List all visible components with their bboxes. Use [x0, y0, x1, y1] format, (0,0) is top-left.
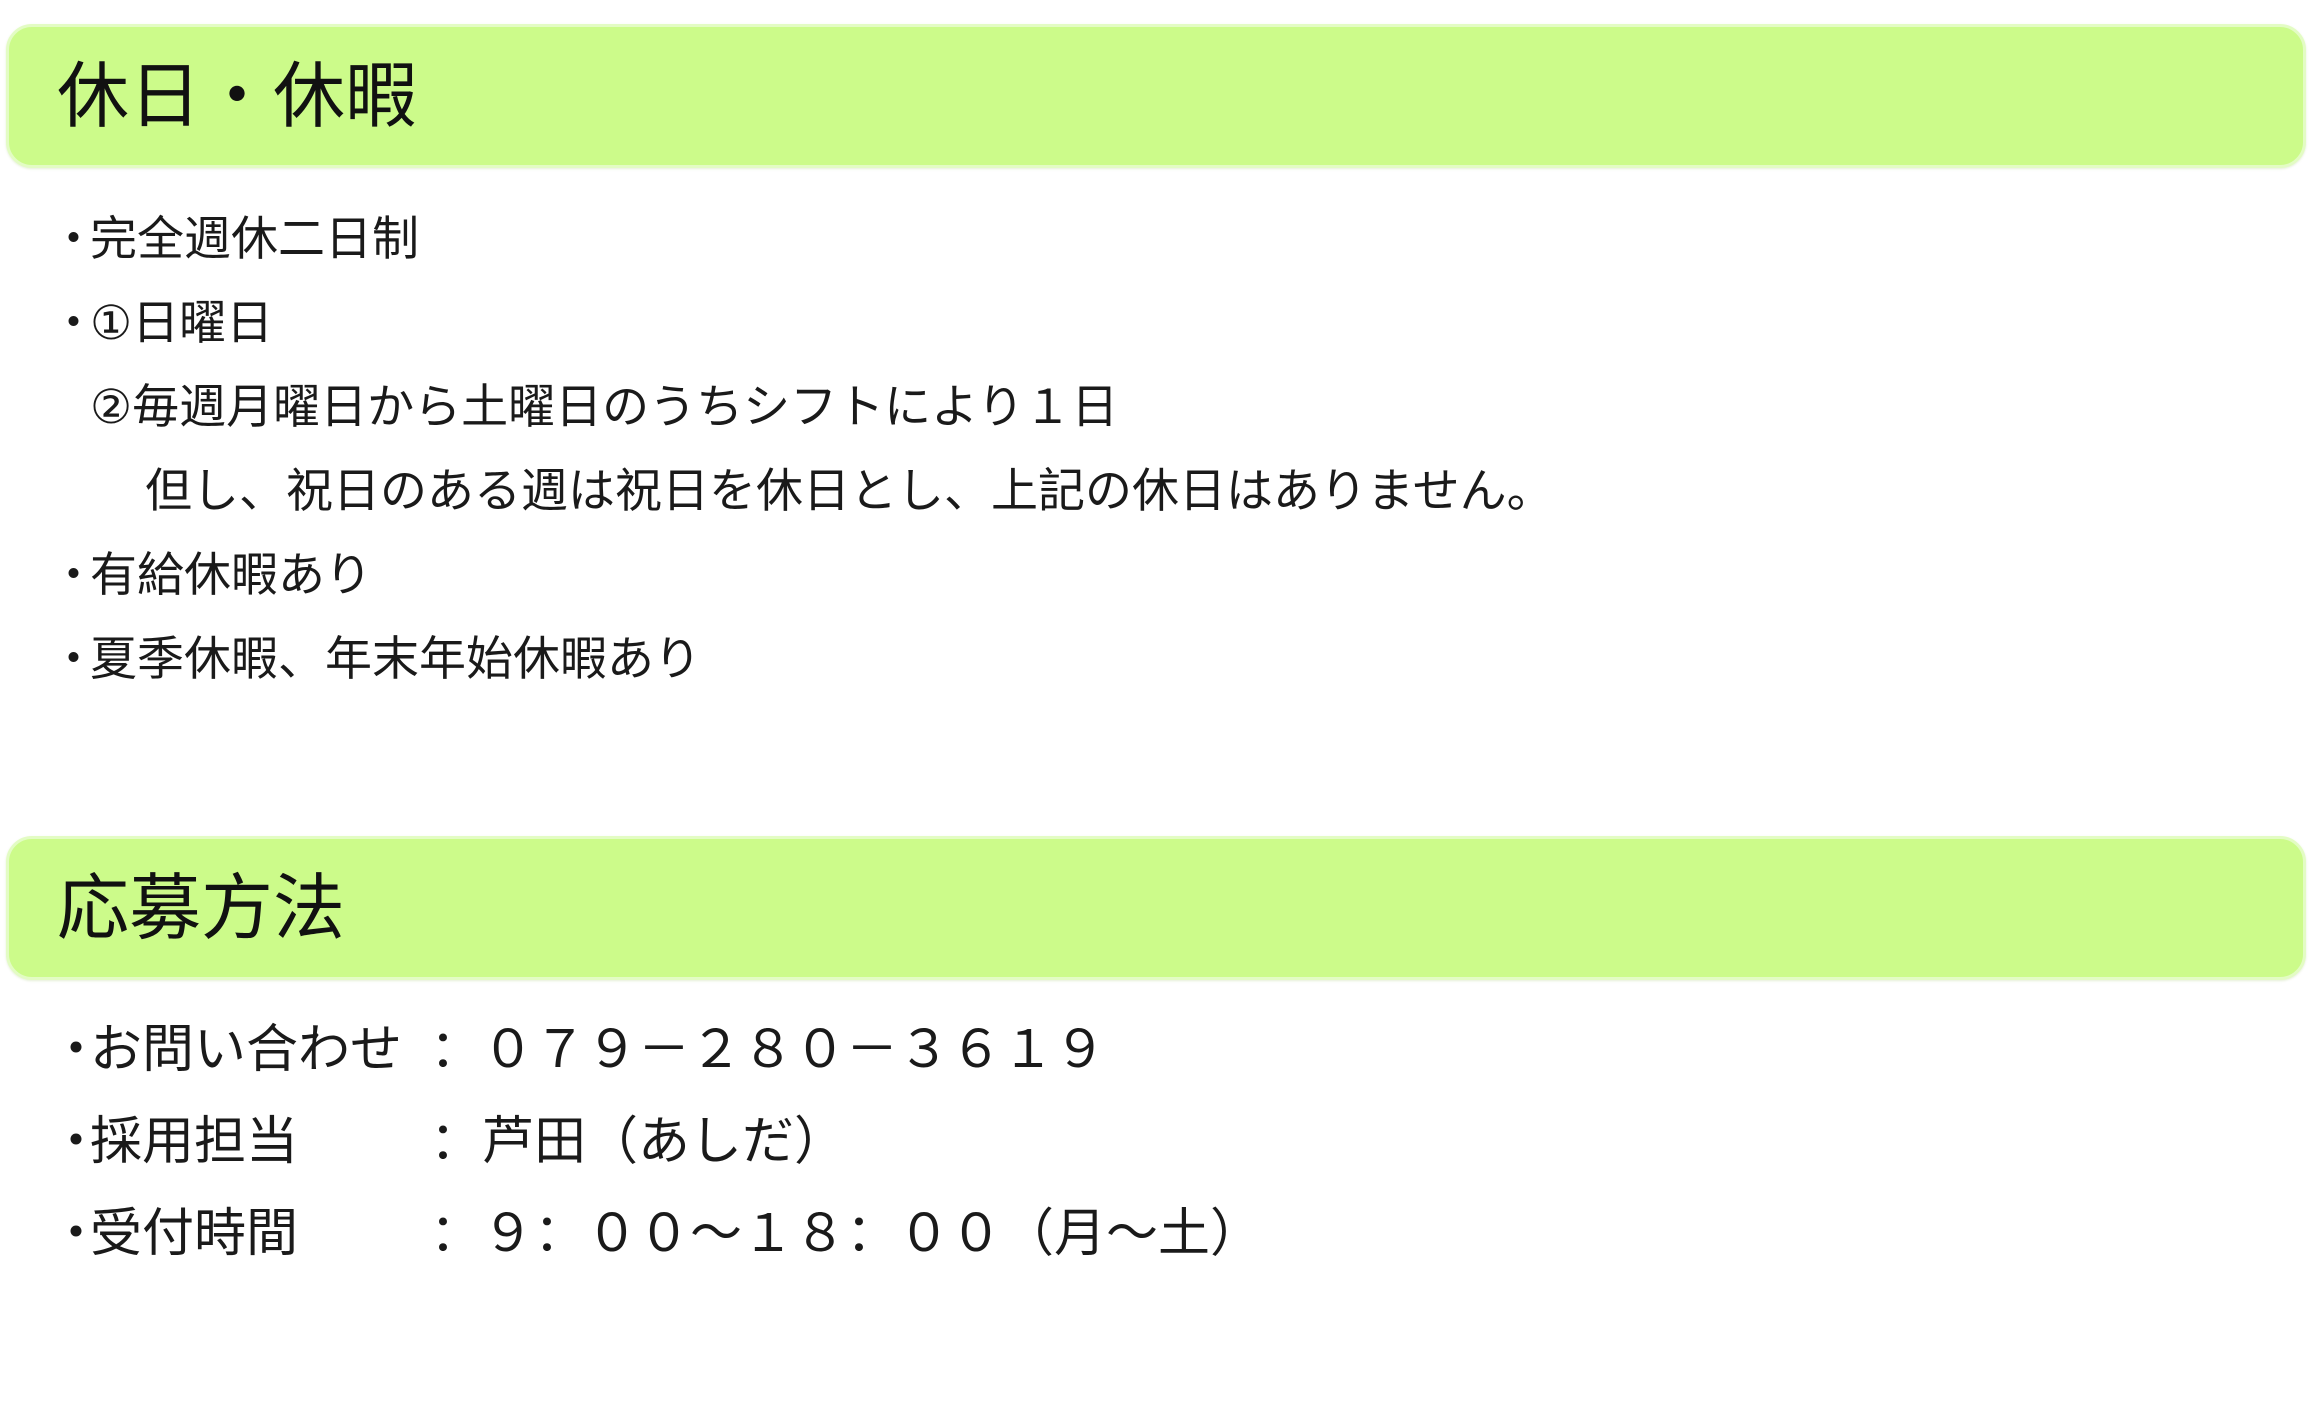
list-item: ・①日曜日 — [50, 300, 273, 347]
list-item-text: 夏季休暇、年末年始休暇あり — [90, 632, 701, 687]
list-item-text: 有給休暇あり — [90, 548, 372, 603]
application-section-title: 応募方法 — [57, 866, 346, 950]
holidays-section-header: 休日・休暇 — [6, 24, 2306, 168]
list-item-text: 但し、祝日のある週は祝日を休日とし、上記の休日はありません。 — [145, 464, 1554, 519]
bullet: ・ — [50, 212, 97, 267]
contact-row: ・採用担当：芦田（あしだ） — [50, 1116, 846, 1168]
list-item: ・完全週休二日制 — [50, 216, 419, 263]
application-section-header: 応募方法 — [6, 836, 2306, 980]
recruiter-name: ：芦田（あしだ） — [430, 1112, 847, 1172]
row-label: 受付時間 — [90, 1204, 299, 1264]
list-item-text: ②毎週月曜日から土曜日のうちシフトにより１日 — [90, 380, 1119, 435]
holidays-section-title: 休日・休暇 — [57, 54, 418, 138]
list-item-text: 完全週休二日制 — [90, 212, 419, 267]
row-label: 採用担当 — [90, 1112, 299, 1172]
bullet: ・ — [50, 548, 97, 603]
bullet: ・ — [50, 1020, 103, 1080]
list-item: ②毎週月曜日から土曜日のうちシフトにより１日 — [50, 384, 1118, 431]
contact-row: ・受付時間：９：００～１８：００（月～土） — [50, 1208, 1262, 1260]
bullet: ・ — [50, 1204, 103, 1264]
bullet: ・ — [50, 632, 97, 687]
list-item-note: 但し、祝日のある週は祝日を休日とし、上記の休日はありません。 — [145, 468, 1554, 515]
contact-row: ・お問い合わせ：０７９－２８０－３６１９ — [50, 1024, 1106, 1076]
bullet: ・ — [50, 296, 97, 351]
list-item: ・夏季休暇、年末年始休暇あり — [50, 636, 701, 683]
reception-hours: ：９：００～１８：００（月～土） — [430, 1204, 1263, 1264]
row-label: お問い合わせ — [90, 1020, 403, 1080]
phone-number: ：０７９－２８０－３６１９ — [430, 1020, 1107, 1080]
bullet: ・ — [50, 1112, 103, 1172]
list-item: ・有給休暇あり — [50, 552, 372, 599]
list-item-text: ①日曜日 — [90, 296, 274, 351]
